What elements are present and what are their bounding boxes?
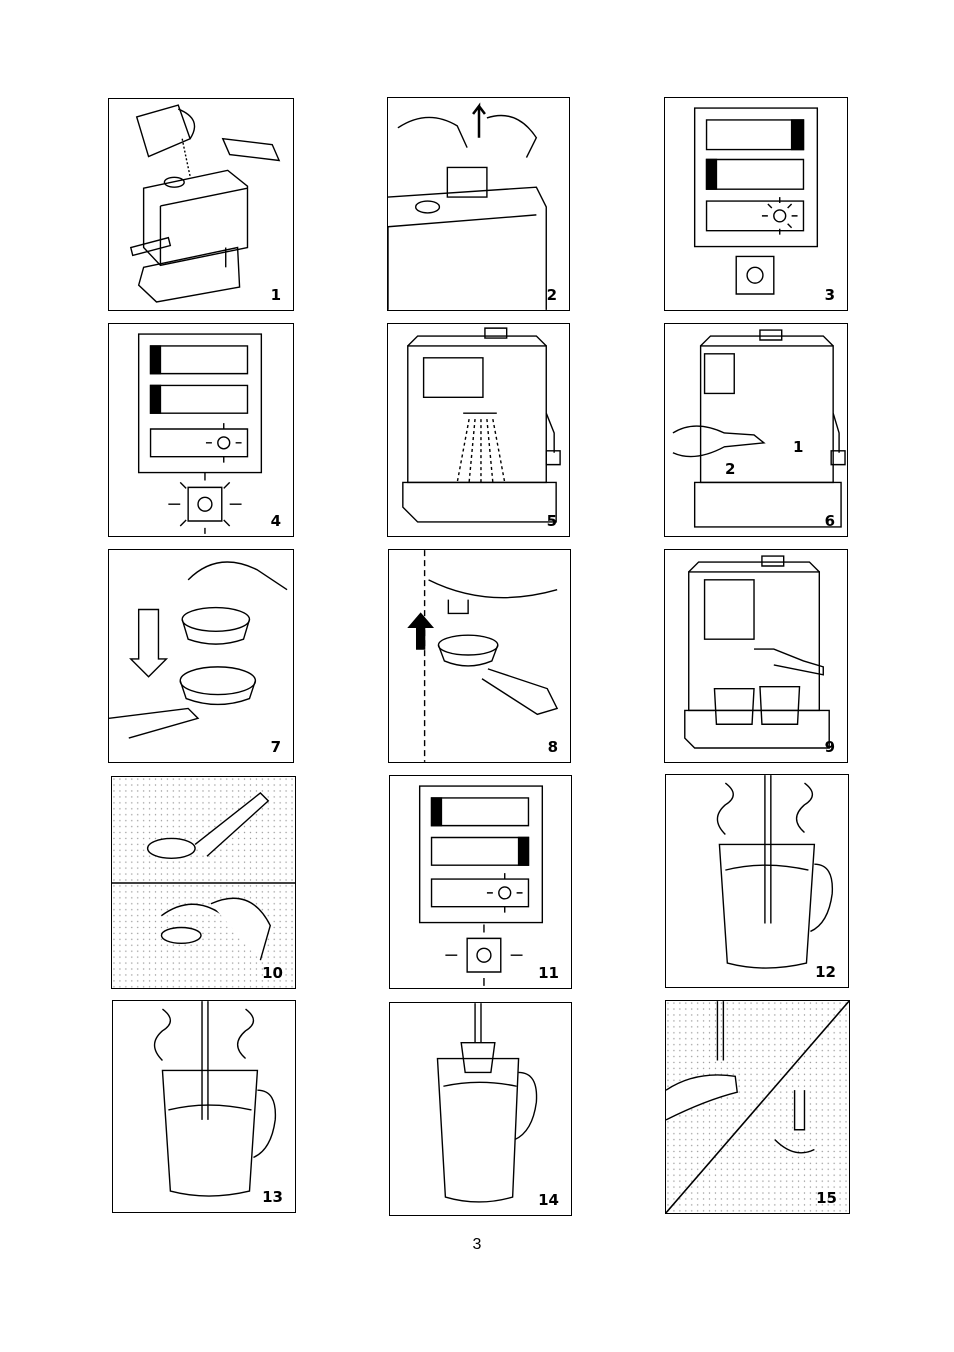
figure-number: 13: [262, 1188, 283, 1206]
callout-2: 2: [725, 460, 736, 478]
figure-9: 9: [664, 549, 848, 763]
figure-7: 7: [108, 549, 294, 763]
illustration-control-panel-lights-blinking: [109, 324, 293, 536]
illustration-steam-indicator: [390, 776, 571, 988]
figure-number: 15: [816, 1189, 837, 1207]
figure-number: 11: [538, 964, 559, 982]
figure-number: 14: [538, 1191, 559, 1209]
illustration-clean-steam-wand: [666, 1001, 849, 1213]
figure-14: 14: [389, 1002, 572, 1216]
illustration-brew-two-cups: [665, 550, 847, 762]
illustration-clean-filter: [112, 777, 295, 988]
illustration-fill-water-tank: [109, 99, 293, 310]
figure-13: 13: [112, 1000, 296, 1213]
figure-1: 1: [108, 98, 294, 311]
illustration-frothed-milk-jug: [390, 1003, 571, 1215]
figure-number: 12: [815, 963, 836, 981]
figure-11: 11: [389, 775, 572, 989]
figure-3: 3: [664, 97, 848, 311]
figure-number: 4: [270, 512, 281, 530]
figure-number: 9: [824, 738, 835, 756]
figure-number: 5: [546, 512, 557, 530]
figure-number: 1: [270, 286, 281, 304]
illustration-rinse-water-flowing: [388, 324, 569, 536]
figure-10: 10: [111, 776, 296, 989]
figure-number: 3: [824, 286, 835, 304]
illustration-steam-wand-in-jug: [666, 775, 848, 987]
figure-4: 4: [108, 323, 294, 537]
figure-2: 2: [387, 97, 570, 311]
page-number: 3: [472, 1236, 482, 1253]
figure-number: 10: [262, 964, 283, 982]
figure-8: 8: [388, 549, 571, 763]
figure-number: 8: [547, 738, 558, 756]
illustration-lock-filter-holder: [389, 550, 570, 762]
illustration-insert-water-tank: [388, 98, 569, 310]
figure-15: 15: [665, 1000, 850, 1214]
illustration-froth-milk: [113, 1001, 295, 1212]
figure-number: 2: [546, 286, 557, 304]
illustration-insert-filter: [109, 550, 293, 762]
callout-1: 1: [793, 438, 804, 456]
figure-number: 6: [824, 512, 835, 530]
figure-5: 5: [387, 323, 570, 537]
figure-12: 12: [665, 774, 849, 988]
figure-6: 1 2 6: [664, 323, 848, 537]
figure-number: 7: [270, 738, 281, 756]
illustration-attach-filter-holder: [665, 324, 847, 536]
illustration-control-panel-lights: [665, 98, 847, 310]
